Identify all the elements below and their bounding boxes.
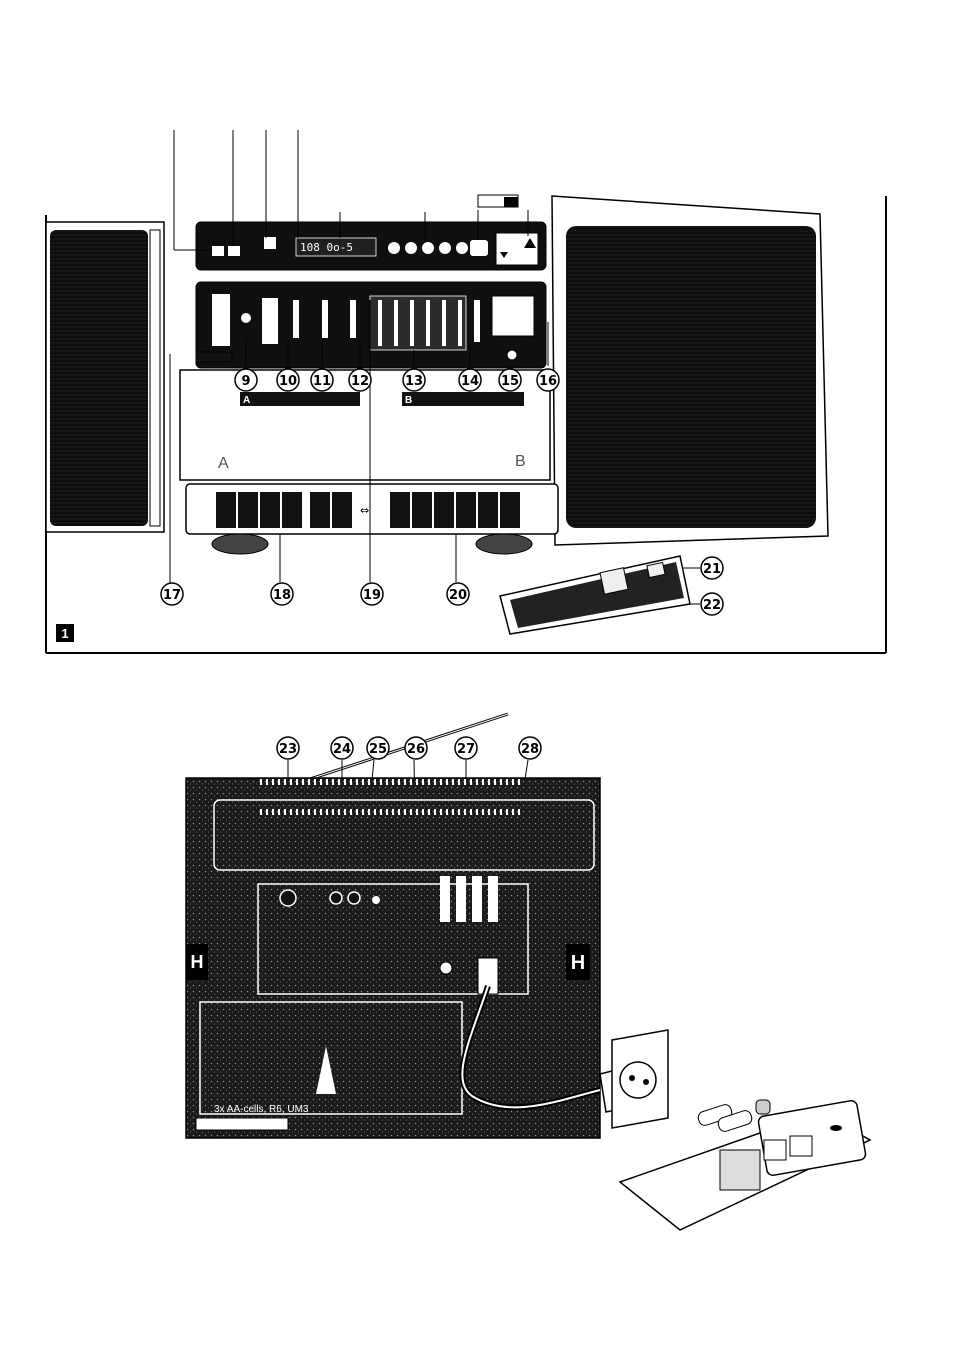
deck-a-key-3[interactable] <box>260 492 280 528</box>
deck-a-key-1[interactable] <box>216 492 236 528</box>
remote-small-button[interactable] <box>647 562 665 577</box>
remote-control <box>500 556 690 634</box>
callout-13: 13 <box>405 374 423 389</box>
frequency-display-text: 108 0o-5 <box>300 241 353 254</box>
deck-b-key-4[interactable] <box>456 492 476 528</box>
handle-left-label: H <box>191 952 204 972</box>
figure-number: 1 <box>61 626 68 641</box>
rear-switch-2[interactable] <box>456 876 466 922</box>
callout-9: 9 <box>241 374 250 389</box>
eq-slider-1[interactable] <box>378 300 382 346</box>
rear-switch-1[interactable] <box>440 876 450 922</box>
battery-compartment[interactable] <box>200 1002 462 1114</box>
dubbing-arrow-icon: ⇔ <box>360 504 369 517</box>
equalizer-sliders <box>370 296 466 350</box>
battery-caption: 3x AA-cells, R6, UM3 <box>214 1104 309 1115</box>
indicator-led-icon <box>507 350 517 360</box>
left-foot <box>212 534 268 554</box>
callout-18: 18 <box>273 588 291 603</box>
deck-b-key-3[interactable] <box>434 492 454 528</box>
speaker-socket-left[interactable] <box>330 892 342 904</box>
side-b-marking: B <box>515 453 526 470</box>
eq-switch[interactable] <box>474 300 480 342</box>
rear-switch-4[interactable] <box>488 876 498 922</box>
callout-10: 10 <box>279 374 297 389</box>
deck-b-label-strip <box>402 392 524 406</box>
headphone-socket-icon <box>241 313 251 323</box>
battery-contact-1 <box>764 1140 786 1160</box>
eq-slider-2[interactable] <box>394 300 398 346</box>
deck-a-key-4[interactable] <box>282 492 302 528</box>
callout-14: 14 <box>461 374 479 389</box>
band-button-1[interactable] <box>212 246 224 256</box>
preset-button-1[interactable] <box>388 242 400 254</box>
deck-a-key-5[interactable] <box>310 492 330 528</box>
line-out-socket[interactable] <box>280 890 296 906</box>
callout-19: 19 <box>363 588 381 603</box>
preset-button-2[interactable] <box>405 242 417 254</box>
volume-slider[interactable] <box>293 300 299 338</box>
band-button-2[interactable] <box>228 246 240 256</box>
memory-button[interactable] <box>470 240 488 256</box>
eq-slider-6[interactable] <box>458 300 462 346</box>
balance-slider[interactable] <box>322 300 328 338</box>
cd-tray-button[interactable] <box>496 233 538 265</box>
cassette-eject-button[interactable] <box>492 296 534 336</box>
loudness-slider[interactable] <box>350 300 356 338</box>
callout-24: 24 <box>333 742 351 757</box>
deck-a-key-2[interactable] <box>238 492 258 528</box>
battery-slot <box>720 1150 760 1190</box>
deck-b-key-1[interactable] <box>390 492 410 528</box>
callout-15: 15 <box>501 374 519 389</box>
speaker-socket-right[interactable] <box>348 892 360 904</box>
callout-28: 28 <box>521 742 539 757</box>
tuner-mode-button[interactable] <box>264 237 276 249</box>
callout-22: 22 <box>703 598 721 613</box>
preset-button-5[interactable] <box>456 242 468 254</box>
rear-view-figure: H H 3x AA-cells, R6, UM3 23 24 25 26 27 <box>186 714 870 1230</box>
voltage-selector[interactable] <box>440 962 452 974</box>
deck-a-label: A <box>243 395 250 406</box>
deck-b-key-5[interactable] <box>478 492 498 528</box>
eq-slider-4[interactable] <box>426 300 430 346</box>
handle-right-label: H <box>571 952 585 974</box>
deck-b-key-2[interactable] <box>412 492 432 528</box>
deck-b-key-6[interactable] <box>500 492 520 528</box>
callout-21: 21 <box>703 562 721 577</box>
deck-a-label-strip <box>240 392 360 406</box>
deck-b-label: B <box>405 395 412 406</box>
preset-button-4[interactable] <box>439 242 451 254</box>
aux-socket[interactable] <box>372 896 380 904</box>
battery-contact-2 <box>790 1136 812 1156</box>
power-switch[interactable] <box>212 294 230 346</box>
right-foot <box>476 534 532 554</box>
battery-cap <box>756 1100 770 1114</box>
left-speaker <box>46 222 164 532</box>
callout-16: 16 <box>539 374 557 389</box>
callout-20: 20 <box>449 588 467 603</box>
front-view-figure: 108 0o-5 <box>46 130 886 653</box>
callout-27: 27 <box>457 742 475 757</box>
deck-a-key-6[interactable] <box>332 492 352 528</box>
callout-26: 26 <box>407 742 425 757</box>
dolby-switch[interactable] <box>196 352 232 362</box>
callout-23: 23 <box>279 742 297 757</box>
callouts-rear: 23 24 25 26 27 28 <box>277 737 541 759</box>
eq-slider-5[interactable] <box>442 300 446 346</box>
battery-door-tab[interactable] <box>196 1118 288 1130</box>
rear-switch-3[interactable] <box>472 876 482 922</box>
right-speaker <box>552 196 828 545</box>
callout-11: 11 <box>313 374 331 389</box>
eq-slider-3[interactable] <box>410 300 414 346</box>
callout-17: 17 <box>163 588 181 603</box>
callout-25: 25 <box>369 742 387 757</box>
preset-button-3[interactable] <box>422 242 434 254</box>
callout-12: 12 <box>351 374 369 389</box>
side-a-marking: A <box>218 455 229 472</box>
function-selector[interactable] <box>262 298 278 344</box>
remote-main-button[interactable] <box>600 568 628 595</box>
